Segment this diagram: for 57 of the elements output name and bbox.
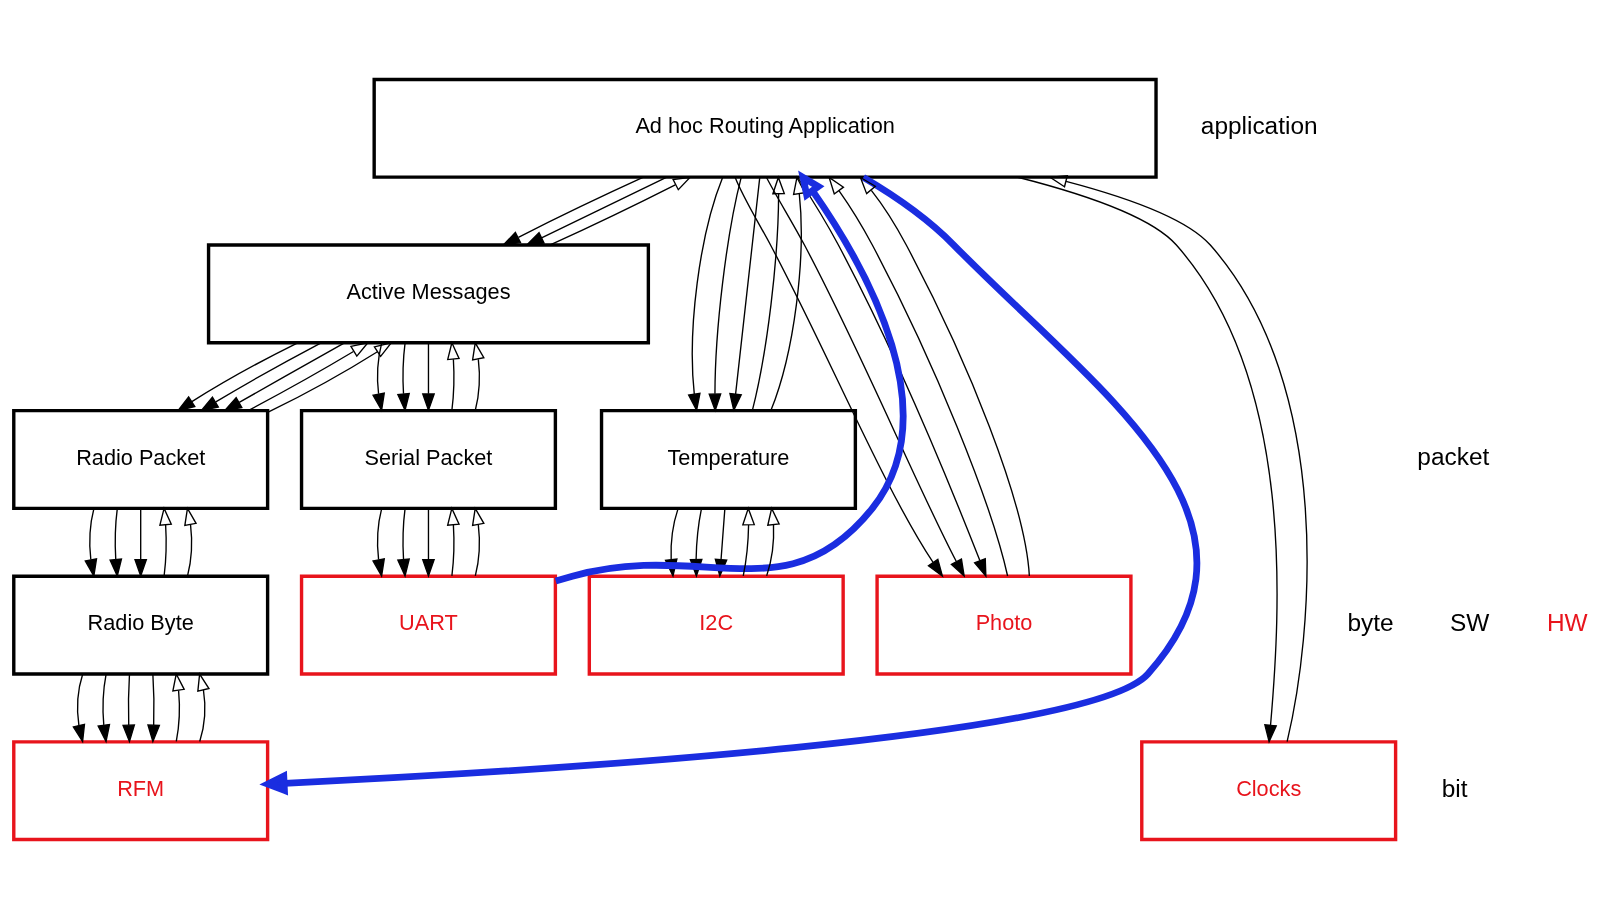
arrow: [766, 506, 781, 577]
arrow: [122, 673, 136, 744]
arrow: [134, 507, 148, 578]
label: packet: [1417, 443, 1490, 471]
arrow: [770, 175, 806, 411]
node-box: Serial Packet: [299, 408, 558, 511]
label: byte: [1347, 609, 1394, 637]
arrow: [827, 175, 1009, 577]
arrow: [765, 176, 966, 578]
arrow: [72, 673, 86, 744]
arrow: [859, 175, 1031, 577]
arrow: [525, 176, 668, 246]
label: HW: [1546, 609, 1588, 637]
arrow: [687, 176, 724, 413]
label: application: [1200, 112, 1318, 140]
arrow: [97, 673, 111, 744]
arrow: [734, 176, 944, 578]
arrow: [199, 342, 322, 412]
node-box: Radio Packet: [12, 408, 270, 511]
arrow: [176, 342, 299, 412]
node-box: Active Messages: [206, 243, 651, 345]
label: SW: [1449, 609, 1490, 637]
node-box: Ad hoc Routing Application: [372, 77, 1158, 179]
arrow: [247, 341, 370, 412]
arrow: [446, 506, 461, 577]
arrow: [372, 507, 386, 578]
node-box: UART: [299, 574, 558, 676]
arrow: [259, 174, 1200, 796]
arrow: [147, 673, 161, 744]
arrow: [197, 672, 211, 743]
arrow: [549, 176, 693, 246]
node-box: Clocks: [1140, 740, 1398, 842]
arrow: [708, 176, 742, 413]
arrow: [471, 506, 485, 577]
arrow: [223, 342, 346, 412]
arrow: [501, 176, 645, 246]
arrow: [1017, 176, 1278, 744]
arrow: [159, 506, 173, 577]
node-box: Temperature: [599, 408, 858, 511]
arrow: [172, 671, 186, 743]
node-box: Radio Byte: [12, 574, 270, 676]
arrow: [109, 507, 123, 578]
arrow: [396, 507, 411, 578]
node-box: RFM: [12, 740, 270, 842]
node-box: I2C: [587, 574, 845, 676]
arrow: [421, 507, 436, 578]
arrow: [554, 170, 907, 585]
arrow: [1048, 175, 1308, 743]
arrow: [267, 341, 393, 413]
arrow: [797, 176, 987, 578]
arrow: [751, 175, 786, 411]
label: bit: [1441, 774, 1468, 802]
arrow: [84, 507, 98, 578]
arrow: [372, 342, 386, 413]
arrow: [184, 506, 198, 577]
node-box: Photo: [875, 574, 1133, 676]
arrow: [741, 506, 756, 577]
